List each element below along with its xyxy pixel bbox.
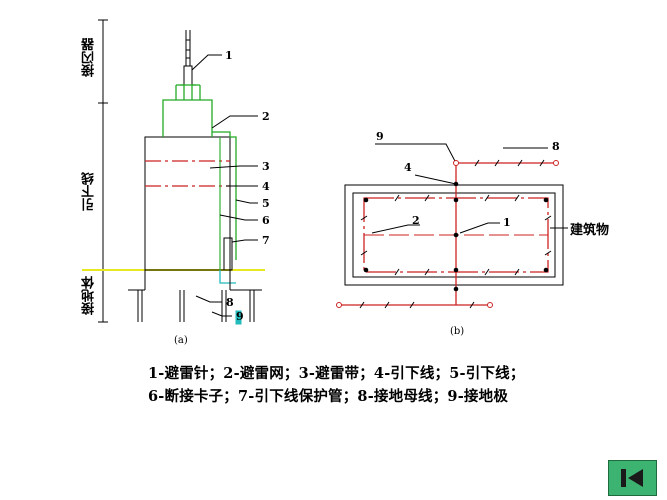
callout-6-a: 6: [262, 214, 270, 227]
ground-terminal: [453, 160, 459, 166]
lightning-net: [162, 99, 213, 137]
callout-2-a: 2: [262, 110, 270, 123]
callout-7-a: 7: [262, 234, 270, 247]
callout-9-b: 9: [376, 130, 384, 143]
legend-line-1: 1-避雷针；2-避雷网；3-避雷带；4-引下线；5-引下线；: [148, 365, 525, 382]
callout-8-b: 8: [552, 140, 560, 153]
callout-4-b: 4: [404, 161, 412, 174]
callout-9-a: 9: [236, 310, 244, 323]
figure-b: [339, 143, 568, 309]
first-page-button[interactable]: [608, 460, 657, 496]
caption-a: (a): [174, 335, 188, 346]
down-conductor: [212, 131, 237, 260]
callout-2-b: 2: [412, 214, 420, 227]
ground-terminal: [487, 302, 493, 308]
label-air-terminal: 接闪器: [82, 38, 97, 77]
ground-terminal: [553, 160, 559, 166]
roof-structure: [162, 99, 213, 138]
junction-points: [363, 181, 549, 292]
label-grounding: 接地体: [82, 276, 97, 315]
caption-b: (b): [450, 326, 464, 337]
callout-1-b: 1: [503, 216, 511, 229]
building-label: 建筑物: [570, 222, 609, 238]
grounding-electrode: [235, 310, 242, 325]
building-body: [144, 136, 231, 271]
callout-3-a: 3: [262, 160, 270, 173]
grounding-bus: [219, 270, 236, 284]
skip-to-first-icon: [621, 469, 643, 487]
label-down-conductor: 引下线: [82, 172, 97, 211]
callout-5-a: 5: [262, 197, 270, 210]
protection-pipe: [223, 237, 233, 271]
callout-4-a: 4: [262, 180, 270, 193]
ground-terminal: [336, 302, 342, 308]
legend-line-2: 6-断接卡子；7-引下线保护管；8-接地母线；9-接地极: [148, 388, 509, 405]
figure-a: [82, 19, 265, 325]
callout-8-a: 8: [226, 296, 234, 309]
building-outline-inner: [352, 192, 556, 278]
lightning-rod: [183, 65, 193, 86]
callout-1-a: 1: [225, 49, 233, 62]
